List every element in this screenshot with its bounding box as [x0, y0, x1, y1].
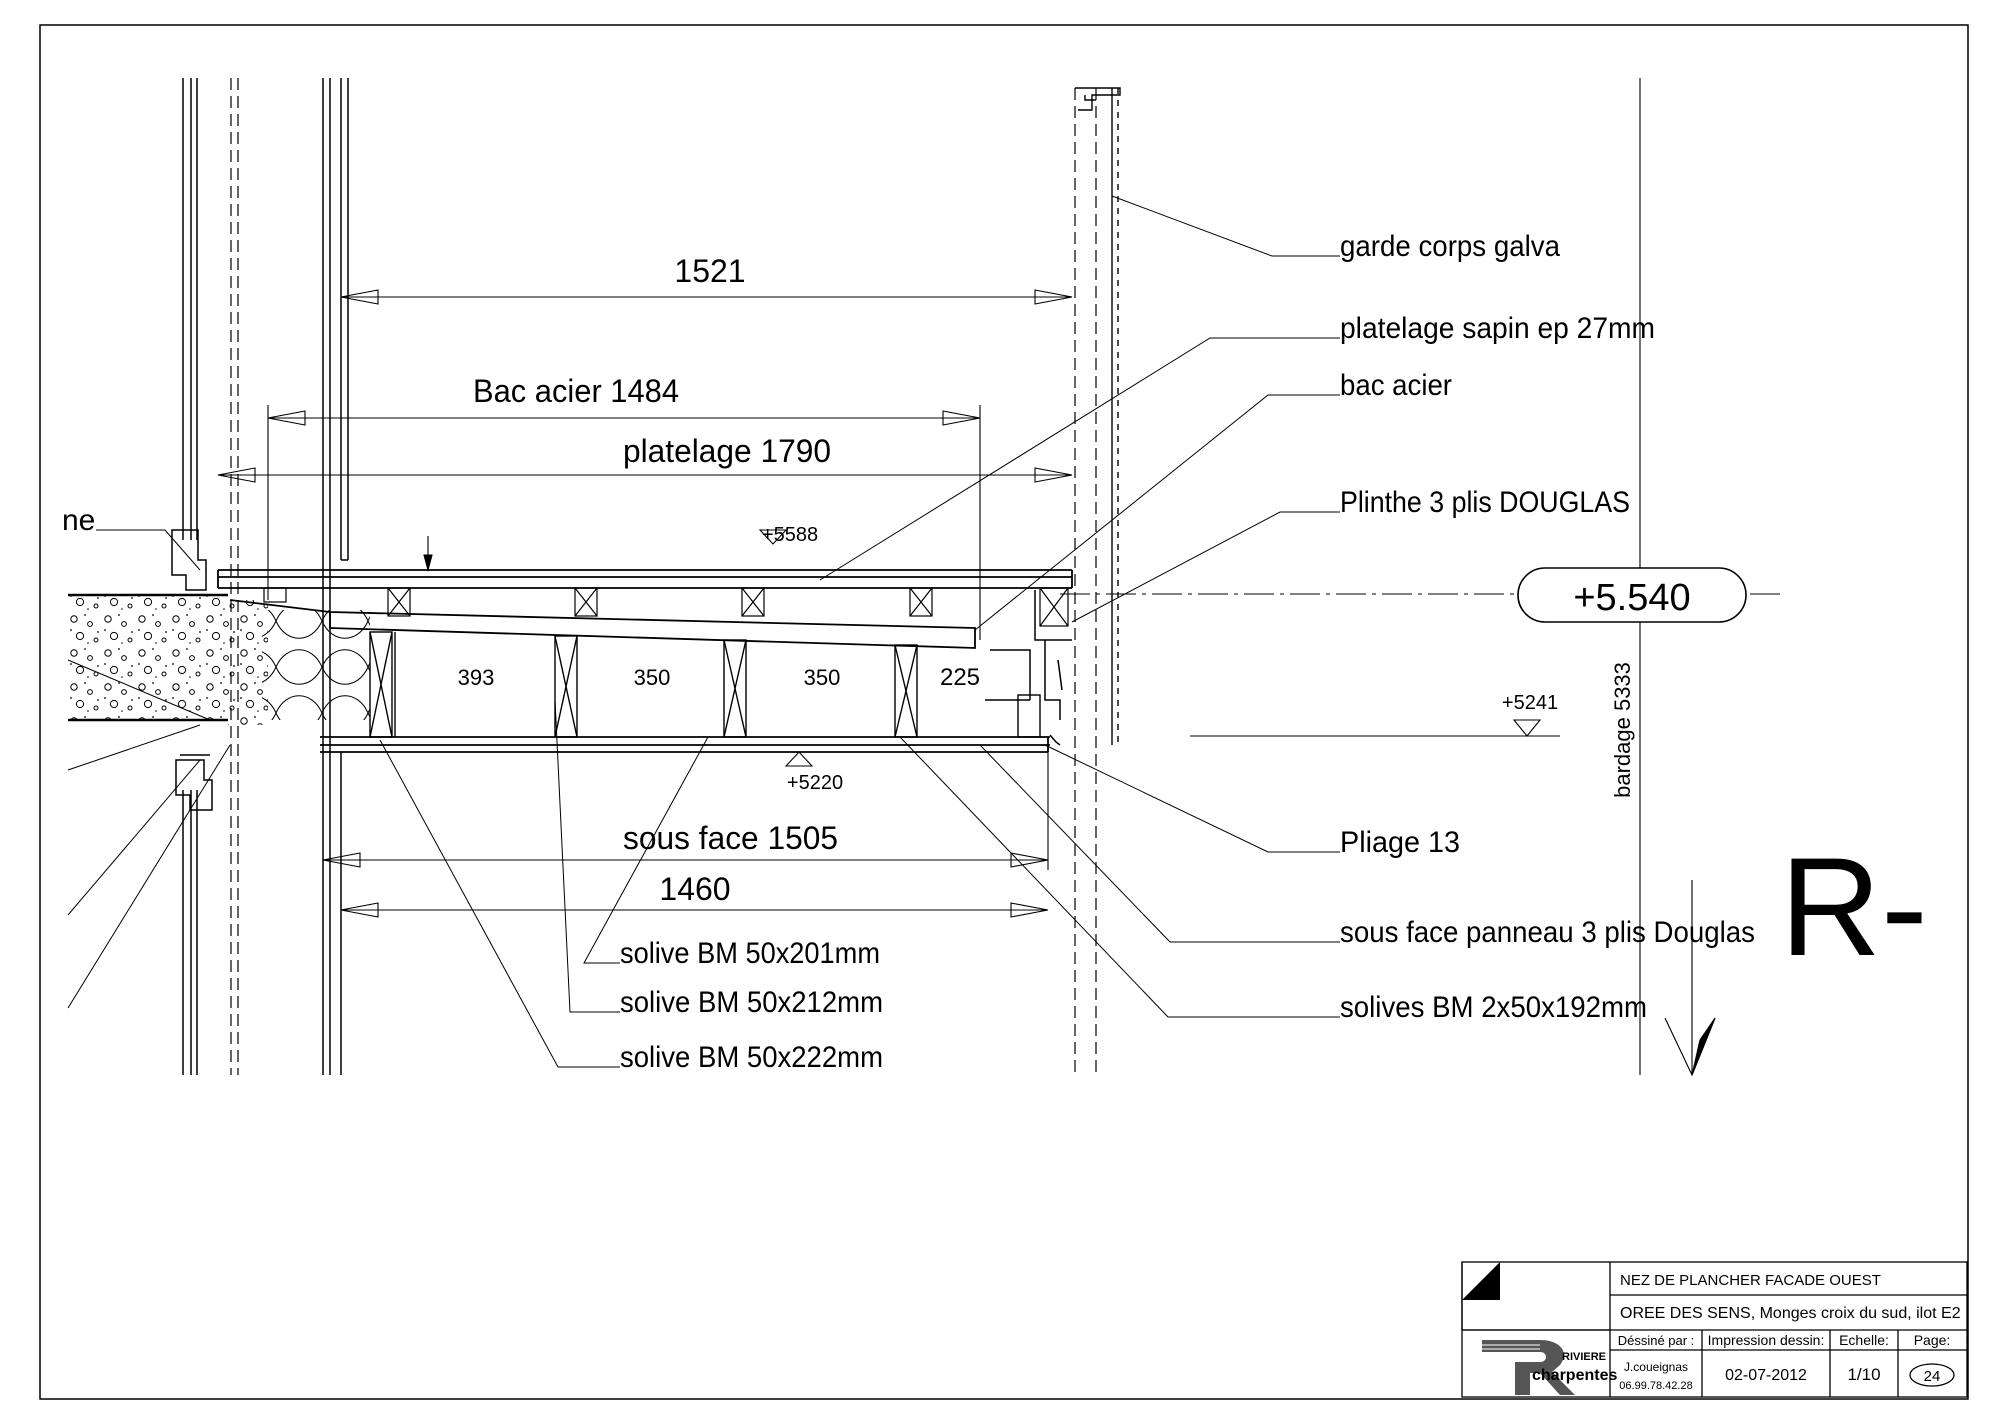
logo-text-top: RIVIERE [1562, 1351, 1606, 1363]
window-frame [171, 78, 225, 1075]
level-tag [1517, 567, 1747, 623]
axis-lines [230, 78, 1097, 1075]
callout-pliage: Pliage 13 [1340, 826, 1460, 859]
insulation [262, 610, 370, 720]
callout-solive-222: solive BM 50x222mm [620, 1041, 883, 1074]
title-block [1461, 1261, 1968, 1398]
header-print-date: Impression dessin: [1708, 1332, 1825, 1348]
callout-platelage-sapin: platelage sapin ep 27mm [1340, 312, 1655, 345]
callout-solive-212: solive BM 50x212mm [620, 986, 883, 1019]
drawn-by-phone: 06.99.78.42.28 [1619, 1380, 1692, 1392]
dimension-lines [217, 78, 1716, 1077]
span-350-a: 350 [634, 665, 671, 690]
span-393: 393 [458, 665, 495, 690]
callout-sous-face-panneau: sous face panneau 3 plis Douglas [1340, 916, 1755, 949]
callout-bac-acier: bac acier [1340, 369, 1452, 402]
page-number: 24 [1924, 1368, 1941, 1385]
drawn-by: J.coueignas [1624, 1360, 1688, 1374]
sheet-frame [39, 24, 1969, 1400]
page-badge [1909, 1363, 1955, 1387]
concrete-slab [68, 593, 268, 725]
dimension-sous-face: sous face 1505 [623, 820, 838, 856]
deck-boards [217, 569, 1073, 589]
dimension-platelage: platelage 1790 [623, 433, 831, 469]
callout-plinthe: Plinthe 3 plis DOUGLAS [1340, 486, 1630, 519]
scale-value: 1/10 [1847, 1365, 1880, 1384]
steel-tray [229, 599, 976, 649]
soffit-panel [320, 736, 1050, 753]
callout-solive-201: solive BM 50x201mm [620, 937, 880, 970]
level-top: +5588 [762, 524, 818, 546]
logo-text-bottom: charpentes [1532, 1367, 1617, 1384]
title-block-title: NEZ DE PLANCHER FACADE OUEST [1620, 1272, 1881, 1289]
dimension-bac-acier: Bac acier 1484 [473, 373, 679, 409]
span-350-b: 350 [804, 665, 841, 690]
callout-ne: ne [62, 504, 95, 537]
deck-battens [263, 587, 1069, 627]
dimension-1460: 1460 [659, 871, 730, 907]
callout-garde-corps: garde corps galva [1340, 230, 1560, 263]
edge-detail [985, 590, 1072, 746]
header-page: Page: [1914, 1332, 1951, 1348]
level-bottom: +5220 [787, 772, 843, 794]
title-block-project: OREE DES SENS, Monges croix du sud, ilot… [1620, 1305, 1961, 1322]
level-bardage: bardage 5333 [1610, 662, 1635, 798]
riviere-logo: RIVIERE charpentes [1482, 1340, 1617, 1395]
print-date: 02-07-2012 [1725, 1367, 1807, 1384]
level-right: +5241 [1502, 692, 1558, 714]
callout-solives-bm: solives BM 2x50x192mm [1340, 991, 1647, 1024]
header-drawn-by: Déssiné par : [1618, 1333, 1695, 1348]
railing [1075, 87, 1121, 745]
corner-triangle [1462, 1262, 1500, 1300]
dimension-1521: 1521 [674, 253, 745, 289]
span-225: 225 [940, 664, 980, 691]
leader-lines [67, 195, 1340, 1068]
level-main: +5.540 [1573, 577, 1690, 619]
section-mark: R- [1780, 828, 1928, 985]
header-scale: Echelle: [1839, 1332, 1889, 1348]
